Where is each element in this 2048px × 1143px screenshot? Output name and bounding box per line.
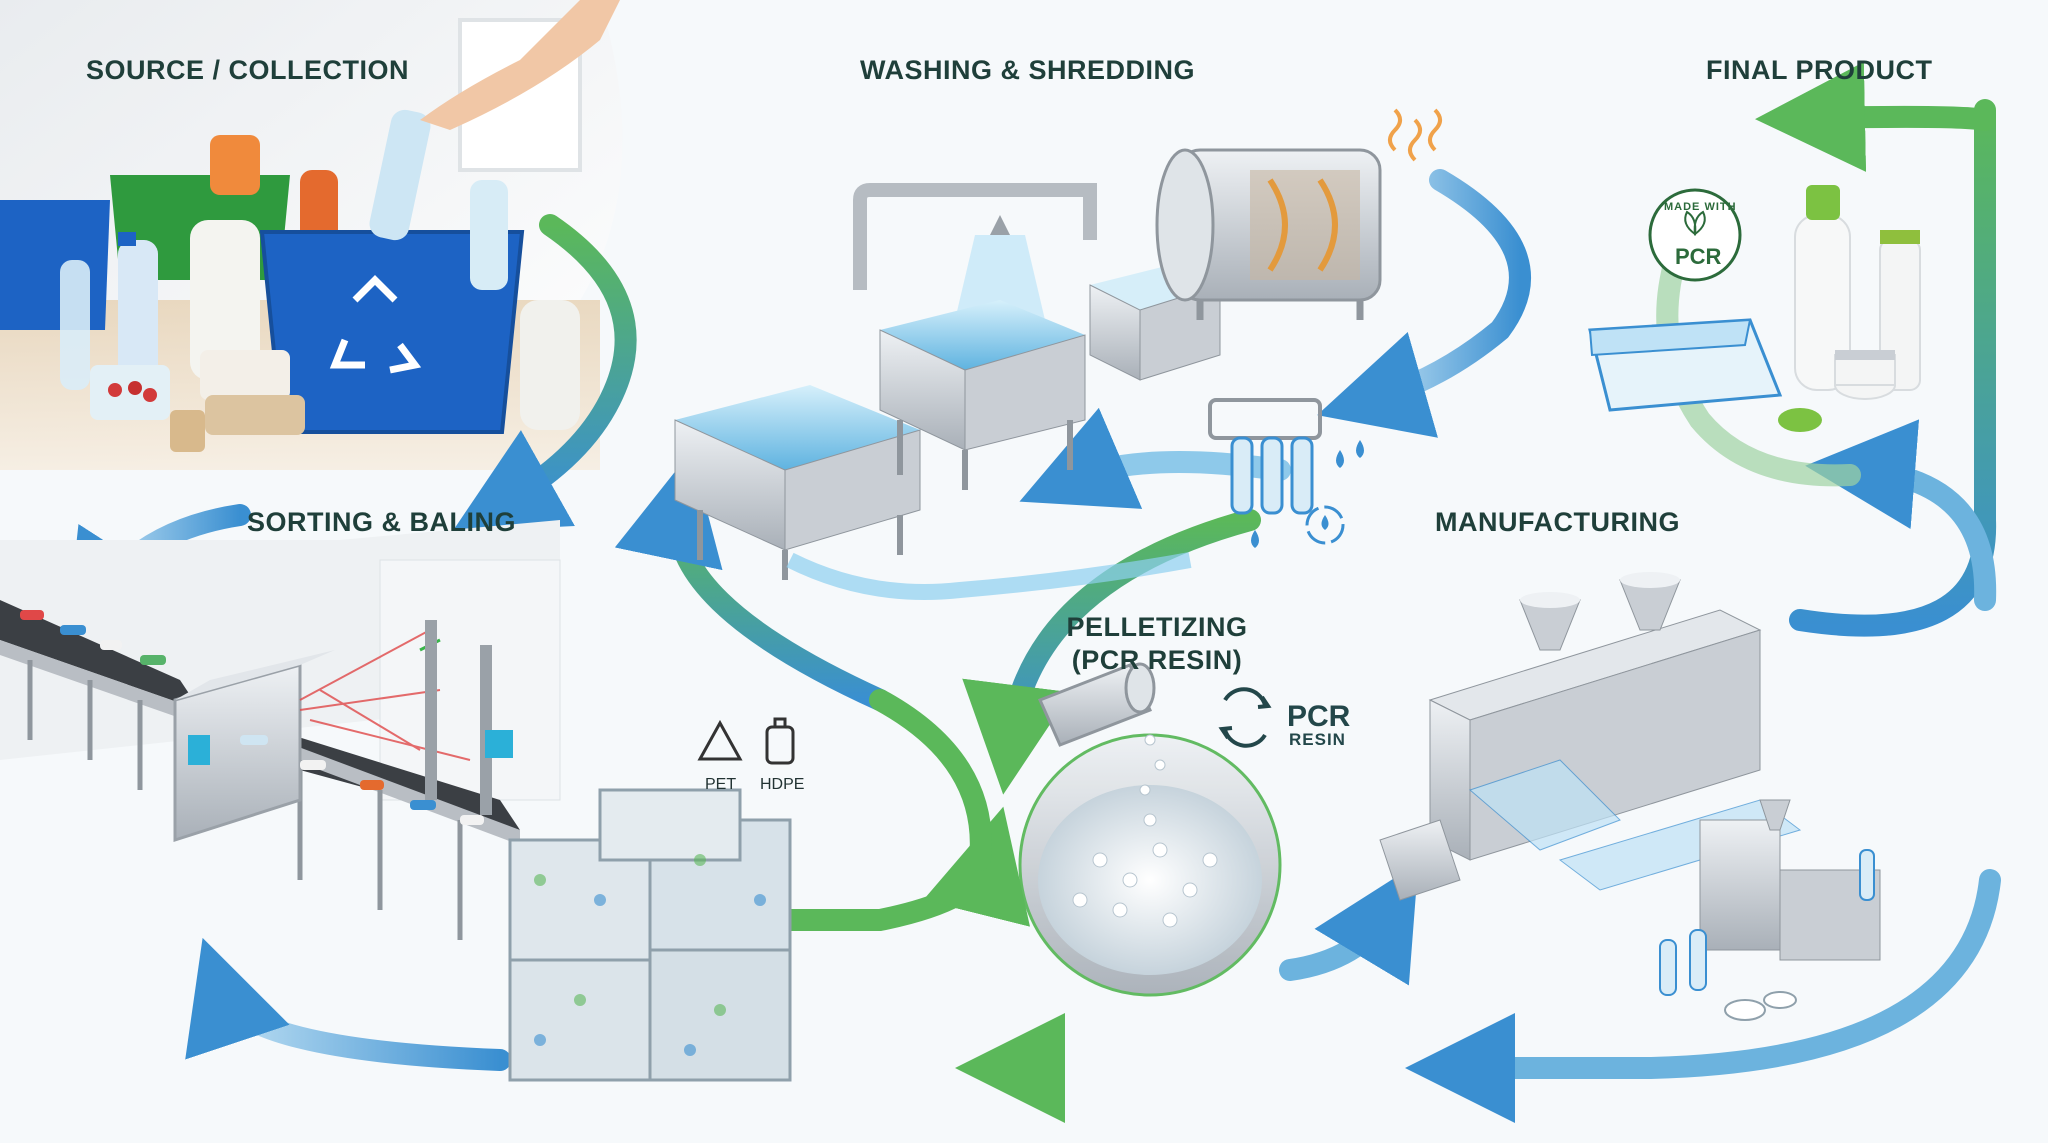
leaf-icon: [1684, 210, 1706, 236]
final-product-scene: [1588, 185, 1921, 432]
washing-scene: [674, 108, 1442, 600]
water-filter: [1208, 398, 1322, 515]
manufacturing-scene: [1379, 572, 1881, 1021]
pelletizing-scene: [1018, 662, 1282, 997]
pcr-resin-badge-title: PCR: [1287, 700, 1351, 733]
stage-label-manufacturing: MANUFACTURING: [1435, 507, 1680, 537]
stamp-made-with-text: MADE WITH: [1664, 201, 1737, 213]
stage-label-sorting: SORTING & BALING: [247, 507, 516, 537]
water-recycle-icon: [1305, 505, 1345, 545]
stage-label-pelletizing: PELLETIZING: [1066, 612, 1248, 642]
resin-type-pet: PET: [705, 776, 737, 793]
resin-type-hdpe: HDPE: [760, 776, 805, 793]
sorting-scene: [0, 520, 795, 1082]
hdpe-bottle-icon: [765, 717, 795, 765]
drying-drum: [1155, 148, 1382, 320]
stage-label-washing: WASHING & SHREDDING: [860, 55, 1196, 85]
stamp-pcr-text: PCR: [1675, 244, 1722, 269]
stage-label-pelletizing-sub: (PCR RESIN): [1071, 645, 1243, 675]
made-with-pcr-stamp: [1648, 188, 1742, 282]
heat-waves-icon: [1388, 108, 1442, 162]
pcr-resin-badge-sub: RESIN: [1289, 730, 1346, 749]
stage-label-source: SOURCE / COLLECTION: [86, 55, 410, 85]
water-drop-icon: [1251, 440, 1364, 548]
recycle-icon: [329, 275, 422, 374]
plastic-bales: [508, 788, 792, 1082]
pet-recycle-icon: [697, 719, 743, 761]
cycle-arrows-icon: [1218, 687, 1272, 748]
stage-label-final: FINAL PRODUCT: [1706, 55, 1933, 85]
